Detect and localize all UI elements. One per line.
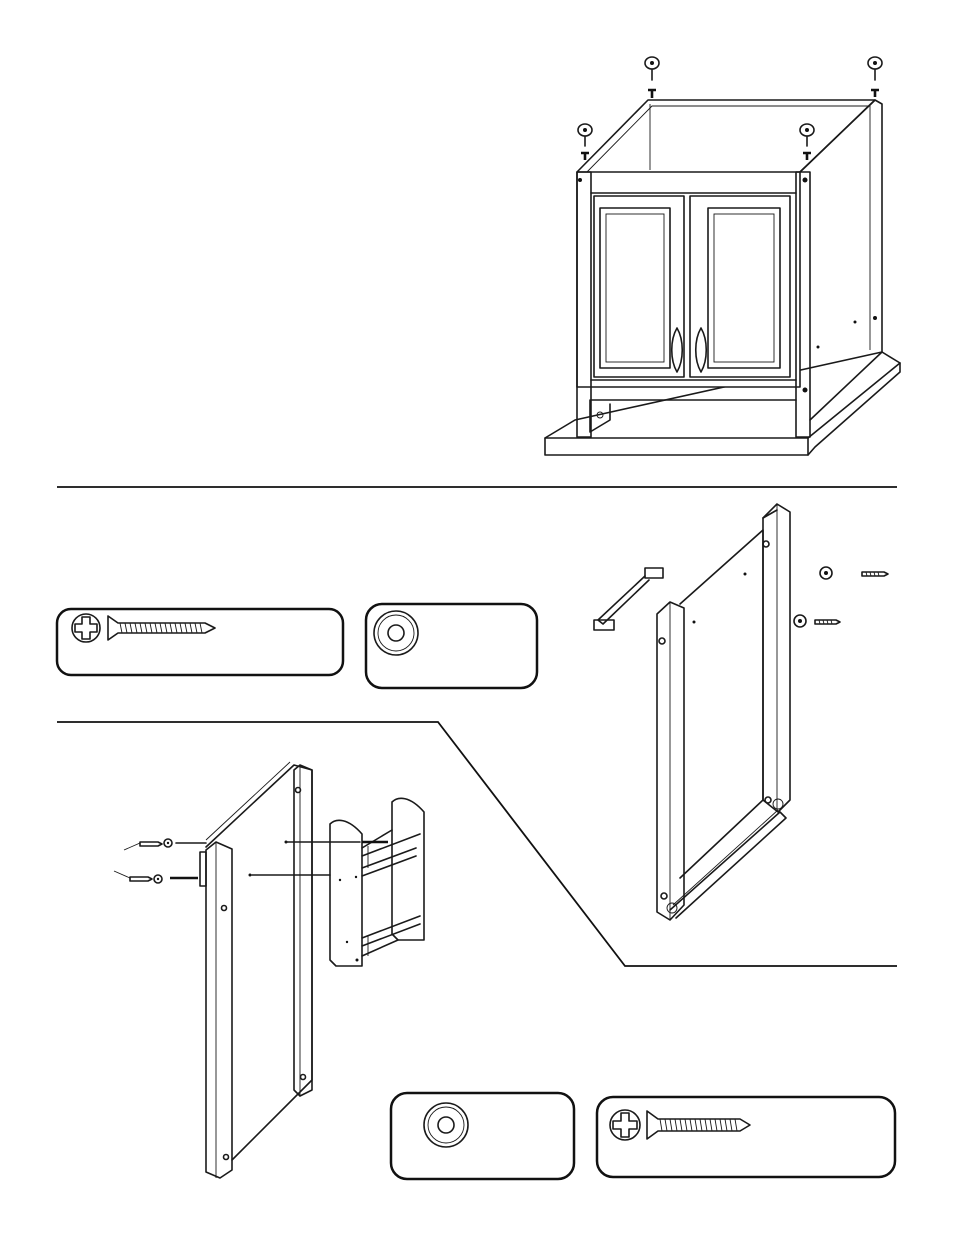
washer-icon <box>164 839 172 847</box>
side-frame-assembly-illustration <box>594 504 888 920</box>
callout-washer-bottom <box>391 1093 574 1179</box>
caster-icon <box>800 124 814 160</box>
callout-screw-bottom <box>597 1097 895 1177</box>
section-divider-diagonal <box>57 722 897 966</box>
callout-washer-top <box>366 604 537 688</box>
cabinet-with-casters-illustration <box>545 57 900 455</box>
spice-rack-mounting-illustration <box>114 762 424 1178</box>
wood-screw-icon <box>862 572 888 576</box>
washer-icon <box>154 875 162 883</box>
caster-icon <box>868 57 882 97</box>
caster-icon <box>578 124 592 160</box>
callout-screw-top <box>57 609 343 675</box>
wood-screw-icon <box>815 620 840 624</box>
washer-icon <box>820 567 832 579</box>
caster-icon <box>645 57 659 98</box>
wood-screw-icon <box>140 842 162 846</box>
wood-screw-icon <box>130 877 152 881</box>
washer-icon <box>794 615 806 627</box>
